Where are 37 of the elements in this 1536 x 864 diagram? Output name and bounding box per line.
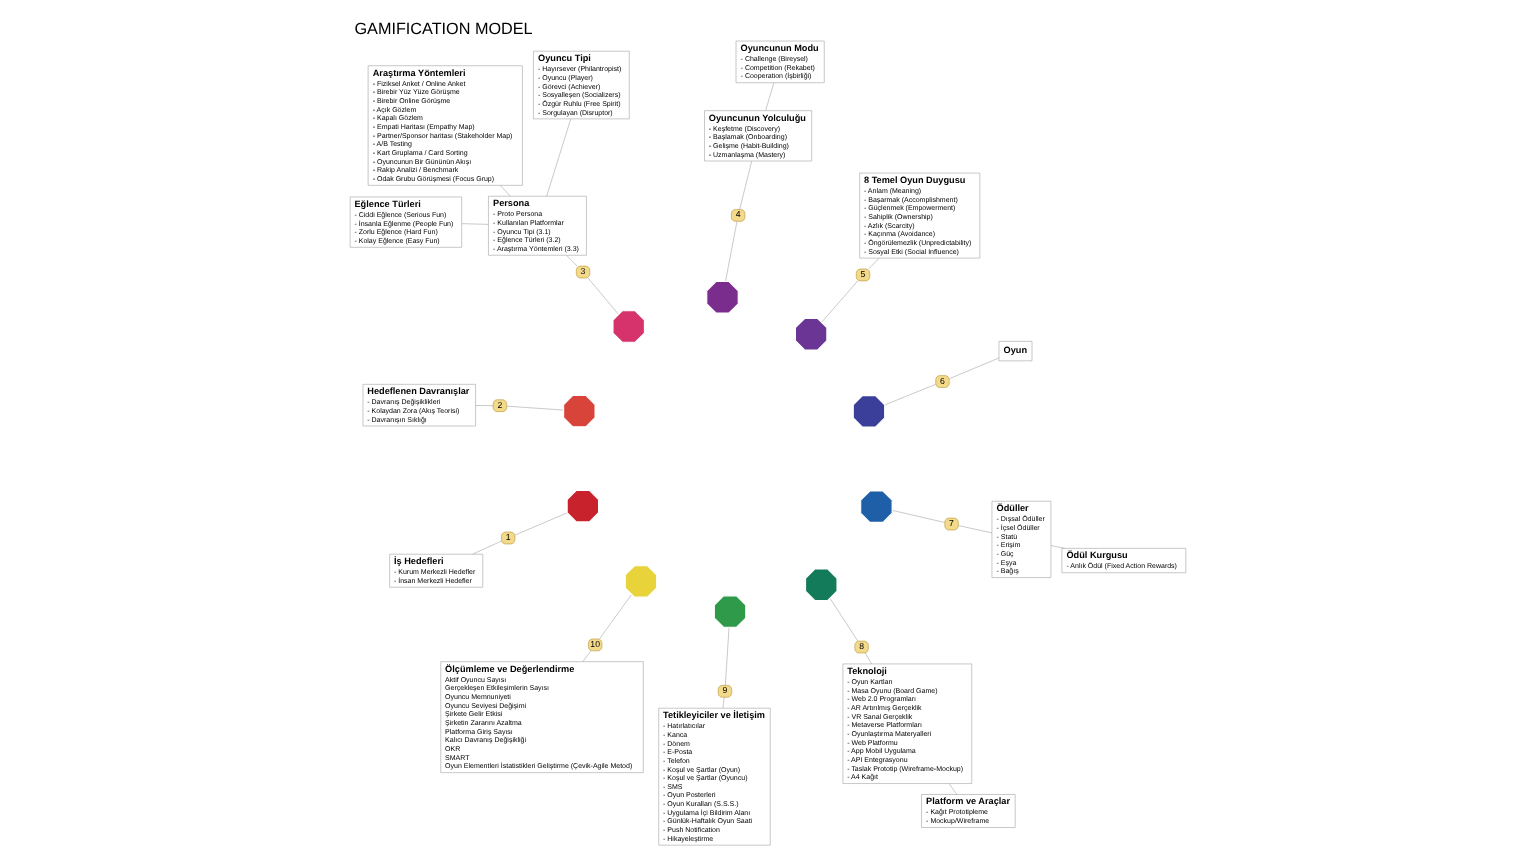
connector (566, 255, 578, 267)
node-octagon (566, 489, 600, 523)
node-octagon (713, 595, 747, 628)
node-octagon (860, 490, 893, 523)
diagram-title: GAMIFICATION MODEL (354, 20, 533, 38)
node-octagon (852, 395, 886, 428)
connector (1050, 545, 1066, 549)
connector (884, 384, 936, 406)
connector (829, 598, 858, 642)
connector (475, 405, 494, 406)
connector (868, 258, 880, 270)
node-octagon (706, 281, 739, 314)
connector (582, 650, 591, 662)
connector (821, 280, 858, 323)
connector (948, 783, 958, 795)
connector (949, 357, 1000, 379)
connector (725, 221, 738, 282)
connector (500, 185, 511, 197)
connector (958, 525, 993, 534)
connector (722, 697, 725, 709)
connector (891, 510, 945, 523)
connector (461, 223, 489, 225)
connector (587, 277, 619, 315)
connector (472, 540, 502, 555)
connector (864, 652, 872, 665)
node-octagon (624, 565, 658, 598)
connector (546, 118, 571, 197)
connector (765, 82, 775, 111)
connector (506, 405, 564, 411)
connector (739, 160, 752, 210)
node-octagon (794, 318, 828, 351)
node-octagon (563, 394, 596, 428)
connector (599, 594, 632, 640)
connector (725, 627, 730, 686)
connector (514, 512, 568, 536)
node-octagon (612, 310, 645, 343)
node-octagon (805, 568, 838, 601)
